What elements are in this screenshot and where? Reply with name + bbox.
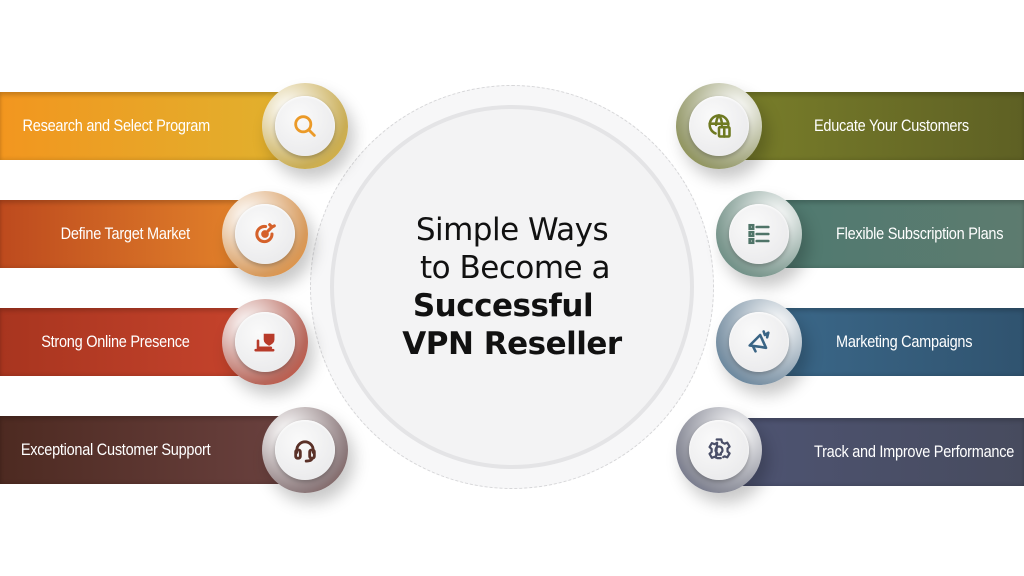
center-circle: Simple Ways to Become a Successful VPN R…	[330, 105, 694, 469]
globe-book-icon	[708, 114, 731, 138]
laptop-shield-icon	[254, 333, 275, 352]
badge-marketing	[716, 299, 802, 385]
step-label: Marketing Campaigns	[836, 332, 973, 351]
step-label: Define Target Market	[60, 224, 190, 243]
headset-icon	[294, 440, 316, 463]
step-research-bar: Research and Select Program	[0, 92, 300, 160]
title-line-2: to Become a	[420, 250, 610, 286]
target-icon	[255, 223, 276, 244]
search-icon	[294, 115, 316, 137]
step-label: Flexible Subscription Plans	[836, 224, 1004, 243]
badge-customer-support	[262, 407, 348, 493]
badge-educate	[676, 83, 762, 169]
badge-target-market	[222, 191, 308, 277]
step-label: Strong Online Presence	[41, 332, 191, 351]
step-track-performance-bar: Track and Improve Performance	[724, 418, 1024, 486]
step-educate-bar: Educate Your Customers	[724, 92, 1024, 160]
step-label: Exceptional Customer Support	[20, 440, 210, 459]
title-line-1: Simple Ways	[415, 212, 609, 248]
badge-subscription-plans	[716, 191, 802, 277]
step-label: Educate Your Customers	[814, 116, 969, 135]
list-icon	[748, 223, 770, 245]
badge-research	[262, 83, 348, 169]
badge-track-performance	[676, 407, 762, 493]
step-customer-support-bar: Exceptional Customer Support	[0, 416, 300, 484]
title-line-3: Successful	[412, 288, 594, 324]
step-label: Research and Select Program	[22, 116, 211, 135]
step-label: Track and Improve Performance	[814, 442, 1015, 461]
title-line-4: VPN Reseller	[402, 326, 622, 362]
gear-bulb-icon	[708, 438, 731, 460]
badge-online-presence	[222, 299, 308, 385]
megaphone-icon	[748, 330, 770, 353]
